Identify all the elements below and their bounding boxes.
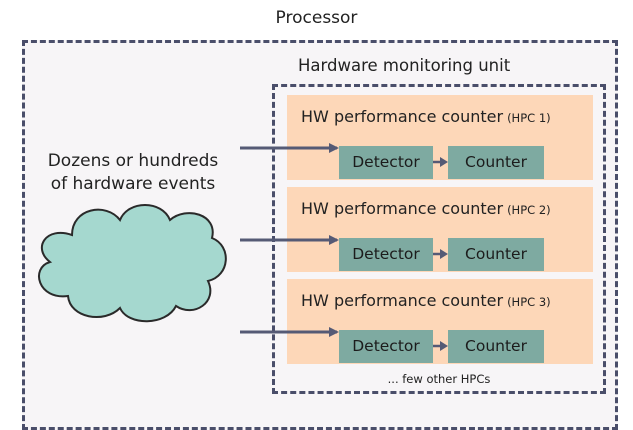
detector-block: Detector [339,146,433,179]
hpc-block-1: HW performance counter(HPC 1) Detector C… [287,95,593,180]
more-hpcs-label: ... few other HPCs [387,372,491,386]
connector-layer [38,143,339,337]
hpc-tag: (HPC 3) [507,295,551,309]
cloud-icon [38,204,227,323]
counter-block: Counter [448,146,544,179]
counter-block: Counter [448,238,544,271]
events-label-line-2: of hardware events [50,174,216,194]
events-label-line-1: Dozens or hundreds [47,151,219,171]
hpc-block-2: HW performance counter(HPC 2) Detector C… [287,187,593,272]
hpc-title: HW performance counter(HPC 1) [301,107,551,126]
hpc-title: HW performance counter(HPC 2) [301,199,551,218]
hpc-title-text: HW performance counter [301,291,504,310]
hpc-tag: (HPC 2) [507,203,551,217]
events-label: Dozens or hundreds of hardware events [28,150,238,196]
detector-to-counter-arrow [433,249,448,259]
processor-title: Processor [275,8,358,28]
diagram: Processor Hardware monitoring unit HW pe… [22,8,618,430]
monitoring-unit-title: Hardware monitoring unit [298,56,511,75]
hpc-title: HW performance counter(HPC 3) [301,291,551,310]
detector-block: Detector [339,238,433,271]
counter-block: Counter [448,330,544,363]
detector-block: Detector [339,330,433,363]
hpc-block-3: HW performance counter(HPC 3) Detector C… [287,279,593,364]
hpc-tag: (HPC 1) [507,111,551,125]
detector-to-counter-arrow [433,157,448,167]
hpc-title-text: HW performance counter [301,107,504,126]
hpc-title-text: HW performance counter [301,199,504,218]
detector-to-counter-arrow [433,341,448,351]
